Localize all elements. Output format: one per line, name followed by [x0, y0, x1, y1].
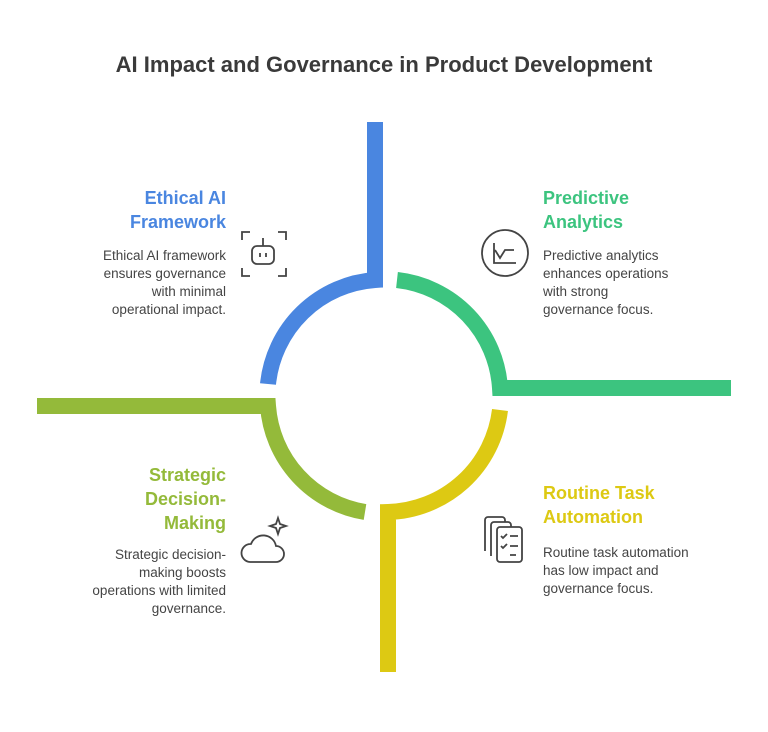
desc-line: ensures governance [103, 266, 226, 281]
title-line: Ethical AI [144, 188, 226, 208]
green-arc [395, 272, 731, 396]
desc-line: Ethical AI framework [102, 248, 226, 263]
desc-line: has low impact and [543, 563, 659, 578]
desc-line: making boosts [138, 565, 226, 580]
desc-line: Predictive analytics [543, 248, 659, 263]
strategic-decision-title: Strategic Decision- Making [145, 463, 226, 535]
desc-line: with minimal [151, 284, 226, 299]
ethical-ai-title: Ethical AI Framework [130, 186, 226, 234]
diagram-title: AI Impact and Governance in Product Deve… [115, 52, 653, 77]
desc-line: with strong [543, 284, 609, 299]
ethical-ai-description: Ethical AI framework ensures governance … [103, 247, 226, 319]
desc-line: governance focus. [543, 581, 654, 596]
title-line: Decision- [144, 489, 226, 509]
predictive-analytics-description: Predictive analytics enhances operations… [543, 247, 668, 319]
routine-automation-title: Routine Task Automation [543, 481, 655, 529]
olive-arc [37, 398, 367, 520]
desc-line: enhances operations [543, 266, 669, 281]
desc-line: governance focus. [543, 302, 654, 317]
desc-line: Routine task automation [543, 545, 689, 560]
chart-icon [481, 229, 529, 277]
routine-automation-description: Routine task automation has low impact a… [543, 544, 689, 598]
title-line: Making [163, 513, 226, 533]
desc-line: operations with limited [92, 583, 226, 598]
checklist-icon [484, 516, 523, 563]
desc-line: Strategic decision- [114, 547, 226, 562]
robot-icon [241, 231, 287, 277]
desc-line: operational impact. [111, 302, 226, 317]
yellow-arc [380, 408, 508, 672]
title-line: Predictive [543, 188, 630, 208]
title-line: Analytics [543, 212, 624, 232]
predictive-analytics-title: Predictive Analytics [543, 186, 629, 234]
title-line: Framework [129, 212, 226, 232]
desc-line: governance. [151, 601, 226, 616]
blue-arc [260, 122, 383, 385]
title-line: Strategic [148, 465, 226, 485]
strategic-decision-description: Strategic decision- making boosts operat… [92, 546, 226, 618]
title-line: Routine Task [543, 483, 655, 503]
title-line: Automation [543, 507, 643, 527]
cloud-sparkle-icon [240, 515, 289, 563]
